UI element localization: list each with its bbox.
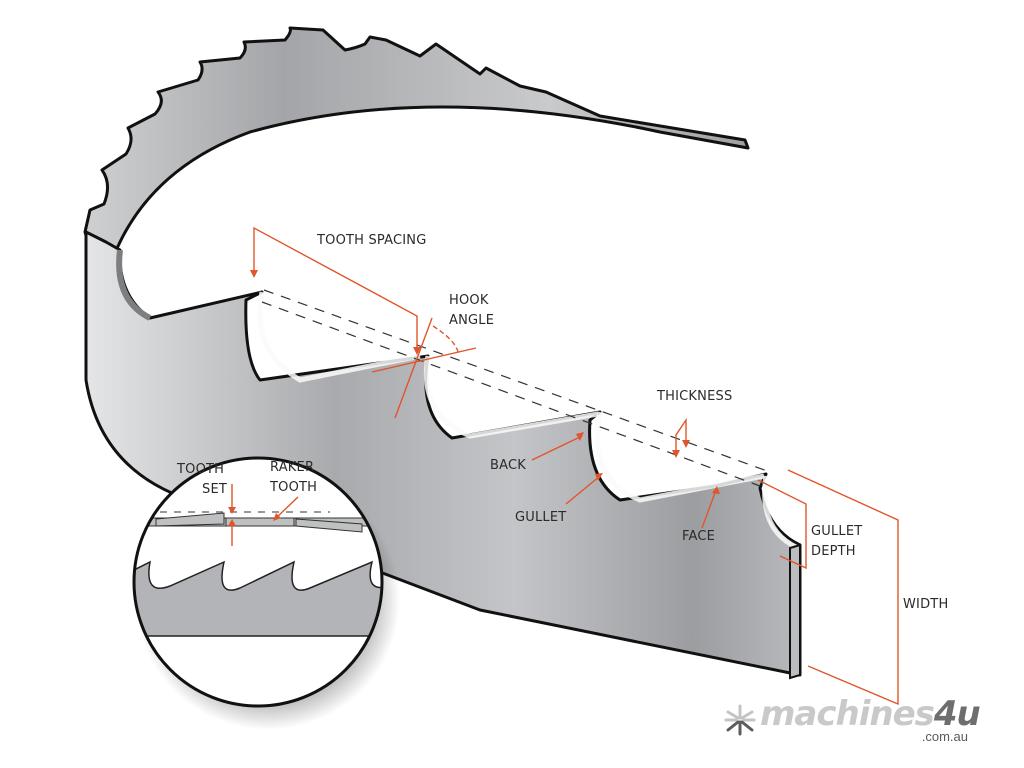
raker-tooth-plate — [225, 517, 295, 527]
magnifier-inset — [132, 456, 384, 708]
label-gullet-depth-line1: GULLET — [811, 524, 863, 539]
label-hook-angle-line1: HOOK — [449, 293, 489, 308]
face-pointer — [701, 489, 717, 529]
tooth-spacing-arrow-right — [413, 347, 421, 355]
label-raker-tooth-line1: RAKER — [270, 460, 315, 475]
annotations — [250, 226, 899, 706]
logo-main-text: machines — [760, 694, 935, 734]
side-view-teeth — [134, 560, 382, 637]
label-back: BACK — [490, 458, 526, 473]
tooth-spacing-arrow-left — [250, 270, 258, 278]
hook-angle-line-horizontal — [371, 347, 477, 373]
gullet-depth-bracket — [757, 479, 807, 570]
gullet-pointer — [565, 475, 601, 505]
label-thickness: THICKNESS — [657, 389, 733, 404]
label-gullet-depth-line2: DEPTH — [811, 544, 856, 559]
label-face: FACE — [682, 529, 716, 544]
tooth-spacing-bracket — [253, 226, 418, 347]
label-width: WIDTH — [903, 597, 949, 612]
label-raker-tooth-line2: TOOTH — [270, 480, 318, 495]
logo-domain-text: .com.au — [921, 729, 968, 744]
back-pointer — [531, 435, 583, 461]
label-tooth-set-line1: TOOTH — [177, 462, 225, 477]
machines4u-logo: machines4u .com.au — [722, 694, 992, 746]
blade-upper-arc — [83, 26, 750, 274]
label-hook-angle-line2: ANGLE — [449, 313, 495, 328]
hook-angle-arc — [432, 325, 459, 353]
label-tooth-spacing: TOOTH SPACING — [317, 233, 427, 248]
logo-accent-text: 4u — [933, 694, 981, 734]
width-bracket — [787, 469, 899, 706]
set-tooth-right — [295, 518, 363, 533]
thickness-pointer — [675, 417, 687, 450]
hook-angle-line-vertical — [394, 317, 433, 419]
label-gullet: GULLET — [515, 510, 567, 525]
snowflake-star-icon — [724, 704, 756, 736]
set-tooth-left — [155, 512, 225, 527]
label-tooth-set-line2: SET — [202, 482, 228, 497]
